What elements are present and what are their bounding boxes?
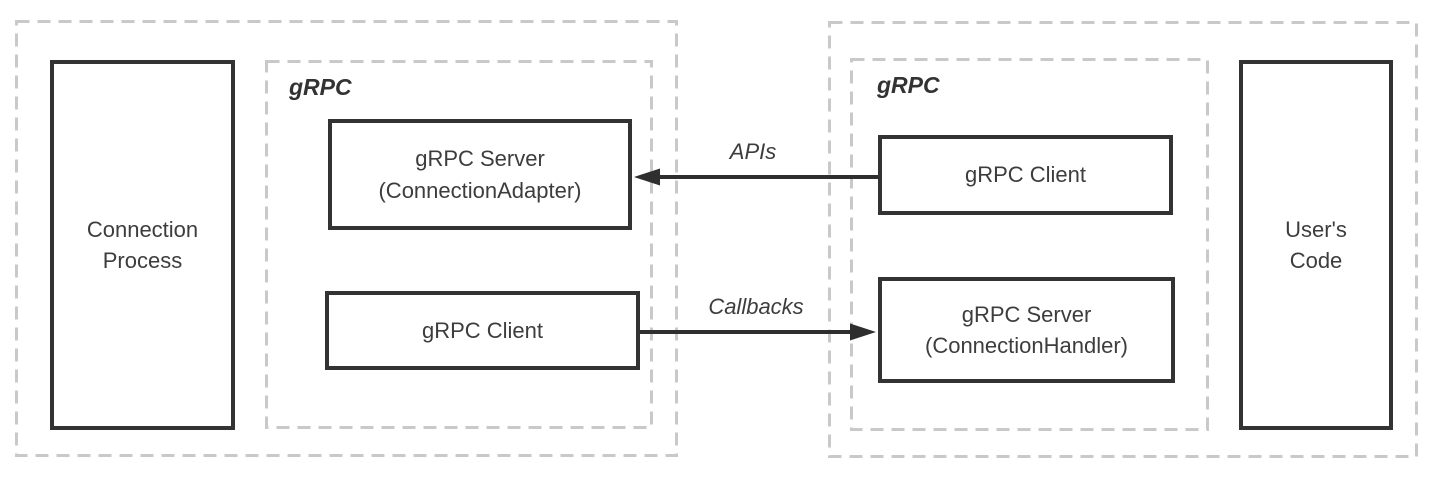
connection-process-label-line2: Process [102,248,183,273]
callbacks-arrowhead-right-icon [850,323,876,341]
adapter-label-line2: (ConnectionAdapter) [378,177,582,203]
left-grpc-client-box: gRPC Client [325,291,640,370]
right-grpc-label: gRPC [877,72,940,98]
connection-process-label-line1: Connection [86,216,199,242]
grpc-server-connection-adapter-box: gRPC Server (ConnectionAdapter) [328,119,632,230]
callbacks-arrow-label: Callbacks [708,294,804,319]
users-code-label-line1: User's [1285,216,1347,242]
right-grpc-client-box: gRPC Client [878,135,1173,215]
left-grpc-client-label: gRPC Client [421,317,544,343]
grpc-server-connection-handler-box: gRPC Server (ConnectionHandler) [878,277,1175,383]
apis-arrow-label: APIs [729,139,777,164]
left-grpc-dashed-container [265,60,653,429]
users-code-box: User's Code [1239,60,1393,430]
apis-arrowhead-left-icon [634,168,660,186]
apis-arrow [632,167,878,187]
handler-label-line1: gRPC Server [961,301,1092,327]
users-code-label-line2: Code [1289,248,1343,273]
connection-process-box: Connection Process [50,60,235,430]
handler-label-line2: (ConnectionHandler) [925,333,1128,358]
callbacks-arrow [640,322,878,342]
left-grpc-label: gRPC [289,74,352,100]
right-grpc-client-label: gRPC Client [964,162,1087,188]
adapter-label-line1: gRPC Server [415,146,545,172]
